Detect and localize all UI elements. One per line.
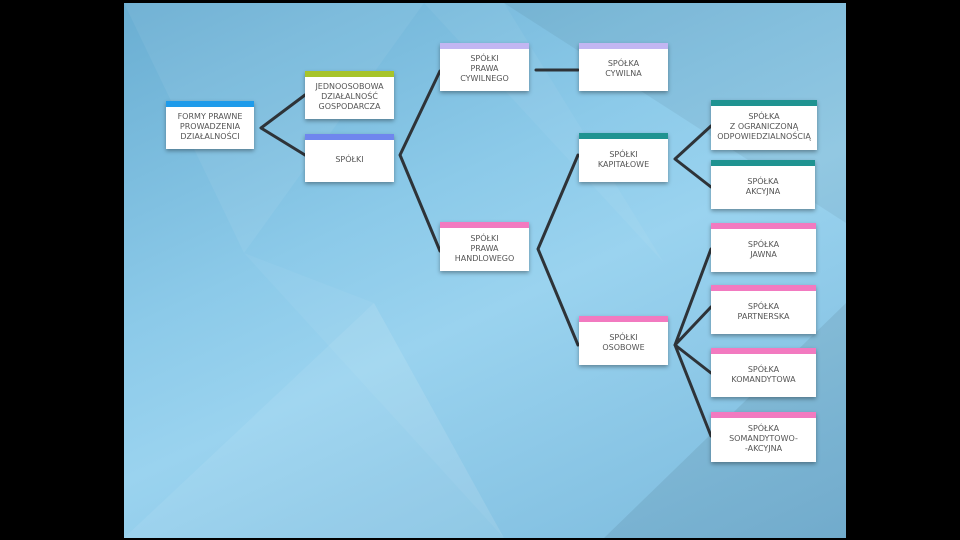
node-label-line: GOSPODARCZA <box>318 102 381 111</box>
node-label-line: SPÓŁKI <box>609 149 638 159</box>
node-accent-bar <box>579 316 668 322</box>
link-osobowe-top <box>673 247 713 347</box>
link-spolki-branches <box>398 69 442 253</box>
node-spolka-zoo: SPÓŁKA Z OGRANICZONĄ ODPOWIEDZIALNOŚCIĄ <box>711 100 817 150</box>
node-spolki: SPÓŁKI <box>305 134 394 182</box>
node-spolki-prawa-cywilnego: SPÓŁKI PRAWA CYWILNEGO <box>440 43 529 91</box>
link-osobowe-bottom <box>673 343 713 438</box>
node-accent-bar <box>579 133 668 139</box>
node-label-line: JAWNA <box>750 249 777 259</box>
node-label-line: PARTNERSKA <box>737 311 790 321</box>
node-label-line: SPÓŁKI <box>470 233 499 243</box>
node-spolka-akcyjna: SPÓŁKA AKCYJNA <box>711 160 815 209</box>
node-accent-bar <box>166 101 254 107</box>
node-label-line: SPÓŁKA <box>747 239 780 249</box>
node-label-line: SOMANDYTOWO- <box>729 434 798 443</box>
node-label-line: SPÓŁKA <box>747 424 780 433</box>
node-spolka-jawna: SPÓŁKA JAWNA <box>711 223 816 272</box>
node-accent-bar <box>440 43 529 49</box>
node-spolki-kapitalowe: SPÓŁKI KAPITAŁOWE <box>579 133 668 182</box>
node-spolki-osobowe: SPÓŁKI OSOBOWE <box>579 316 668 365</box>
node-label-line: SPÓŁKA <box>747 301 780 311</box>
node-label-line: SPÓŁKA <box>607 59 640 68</box>
node-label-line: SPÓŁKI <box>609 332 638 342</box>
node-accent-bar <box>711 223 816 229</box>
node-accent-bar <box>305 71 394 77</box>
node-label-line: SPÓŁKA <box>747 364 780 374</box>
node-accent-bar <box>711 160 815 166</box>
node-label-line: AKCYJNA <box>745 186 781 196</box>
slide-canvas: FORMY PRAWNE PROWADZENIA DZIAŁALNOŚCI JE… <box>124 3 846 538</box>
node-label-line: PROWADZENIA <box>179 122 241 131</box>
link-root-jdg <box>259 93 307 157</box>
node-label-line: KOMANDYTOWA <box>731 374 796 384</box>
node-accent-bar <box>711 285 816 291</box>
node-label-line: SPÓŁKI <box>470 54 499 63</box>
node-accent-bar <box>440 222 529 228</box>
node-label-line: CYWILNEGO <box>460 74 509 83</box>
node-formy-prawne: FORMY PRAWNE PROWADZENIA DZIAŁALNOŚCI <box>166 101 254 149</box>
node-label-line: SPÓŁKA <box>748 112 780 121</box>
node-label-line: SPÓŁKI <box>335 155 364 164</box>
node-label-line: PRAWA <box>470 64 499 73</box>
node-accent-bar <box>711 412 816 418</box>
node-label-line: FORMY PRAWNE <box>177 112 243 121</box>
node-spolka-komandytowa: SPÓŁKA KOMANDYTOWA <box>711 348 816 397</box>
link-kapitalowe-branches <box>673 124 713 189</box>
node-label-line: PRAWA <box>470 243 499 253</box>
node-label-line: HANDLOWEGO <box>454 253 515 263</box>
node-label-line: ODPOWIEDZIALNOŚCIĄ <box>717 132 811 141</box>
node-label-line: -AKCYJNA <box>744 444 783 453</box>
node-spolka-cywilna: SPÓŁKA CYWILNA <box>579 43 668 91</box>
node-label-line: DZIAŁALNOŚĆ <box>321 92 378 101</box>
node-jednoosobowa: JEDNOOSOBOWA DZIAŁALNOŚĆ GOSPODARCZA <box>305 71 394 119</box>
node-spolka-partnerska: SPÓŁKA PARTNERSKA <box>711 285 816 334</box>
node-spolka-komandytowo-akcyjna: SPÓŁKA SOMANDYTOWO- -AKCYJNA <box>711 412 816 462</box>
node-accent-bar <box>579 43 668 49</box>
node-label-line: KAPITAŁOWE <box>597 159 650 169</box>
node-label-line: CYWILNA <box>605 69 642 78</box>
node-accent-bar <box>305 134 394 140</box>
connector-lines <box>259 68 713 438</box>
node-label-line: JEDNOOSOBOWA <box>315 82 384 91</box>
node-label-line: DZIAŁALNOŚCI <box>180 132 240 141</box>
node-accent-bar <box>711 100 817 106</box>
node-spolki-prawa-handlowego: SPÓŁKI PRAWA HANDLOWEGO <box>440 222 529 271</box>
node-label-line: Z OGRANICZONĄ <box>729 122 799 131</box>
link-handlowego-branches <box>536 153 580 347</box>
node-label-line: SPÓŁKA <box>747 176 779 186</box>
node-accent-bar <box>711 348 816 354</box>
node-label-line: OSOBOWE <box>602 342 645 352</box>
